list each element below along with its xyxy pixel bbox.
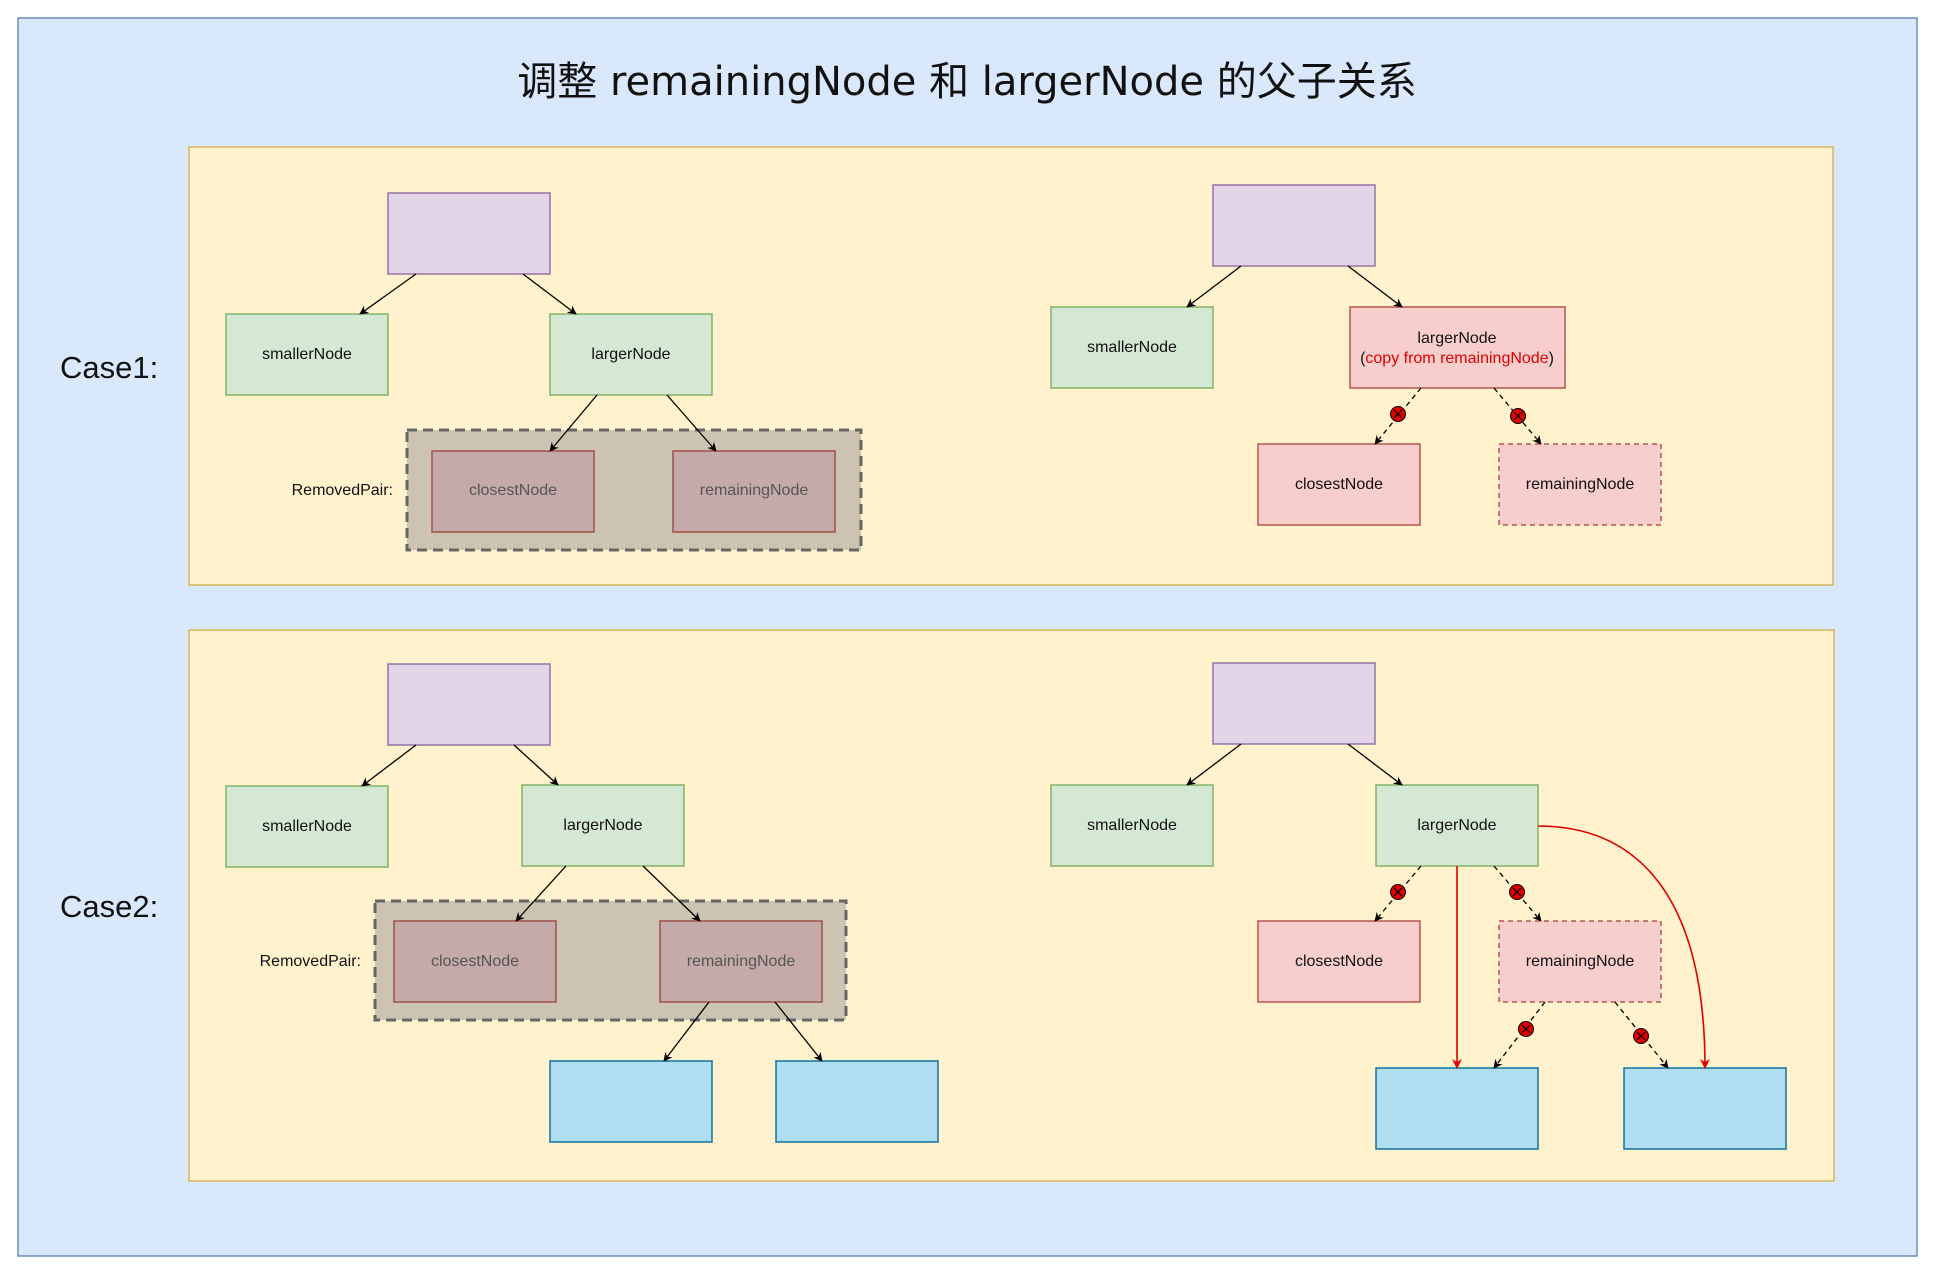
case1-after-remaining-node: remainingNode — [1498, 443, 1662, 526]
case2-before-child-left-node — [549, 1060, 713, 1143]
case1-before-edge-parent-larger — [522, 273, 577, 315]
case2-after-parent-node — [1212, 662, 1376, 745]
case1-after-closest-label: closestNode — [1295, 476, 1383, 493]
case2-after-child-left-node — [1375, 1067, 1539, 1150]
case2-before-smaller-label: smallerNode — [262, 818, 352, 835]
case2-after-cut-icon-2 — [1509, 884, 1525, 900]
case2-before-closest-node: closestNode — [393, 920, 557, 1003]
case2-after-closest-node: closestNode — [1257, 920, 1421, 1003]
case2-before-edge-remaining-childleft — [663, 1001, 710, 1062]
case2-after-red-edge-larger-childright — [1537, 825, 1710, 1069]
case2-after-smaller-node: smallerNode — [1050, 784, 1214, 867]
case1-before-larger-node: largerNode — [549, 313, 713, 396]
case2-before-larger-node: largerNode — [521, 784, 685, 867]
case1-after-smaller-node: smallerNode — [1050, 306, 1214, 389]
diagram-title: 调整 remainingNode 和 largerNode 的父子关系 — [517, 59, 1416, 105]
case2-before-larger-label: largerNode — [563, 817, 642, 834]
case1-before-larger-label: largerNode — [591, 346, 670, 363]
case2-after-child-right-node — [1623, 1067, 1787, 1150]
case1-after-larger-note-open: ( — [1360, 350, 1366, 367]
case1-after-parent-node — [1212, 184, 1376, 267]
case2-after-edge-parent-smaller — [1186, 743, 1242, 786]
case2-before-edge-larger-closest — [515, 865, 567, 922]
case1-after-larger-label: largerNode — [1417, 330, 1496, 347]
case1-before-closest-node: closestNode — [431, 450, 595, 533]
case2-label: Case2: — [60, 889, 158, 924]
case1-after-larger-note-close: ) — [1549, 350, 1554, 367]
case2-after-closest-label: closestNode — [1295, 953, 1383, 970]
case1-before-smaller-node: smallerNode — [225, 313, 389, 396]
case2-after-edge-remaining-childleft — [1493, 1001, 1546, 1069]
case1-removed-pair-label: RemovedPair: — [292, 482, 393, 499]
case1-before-smaller-label: smallerNode — [262, 346, 352, 363]
case2-removed-pair-label: RemovedPair: — [260, 953, 361, 970]
case1-after-edge-parent-smaller — [1186, 265, 1242, 308]
case1-before-remaining-node: remainingNode — [672, 450, 836, 533]
case1-before-remaining-label: remainingNode — [700, 482, 809, 499]
case1-after-larger-note: copy from remainingNode — [1365, 350, 1548, 367]
case1-after-smaller-label: smallerNode — [1087, 339, 1177, 356]
case2-after-cut-icon-1 — [1390, 884, 1406, 900]
case2-before-parent-node — [387, 663, 551, 746]
case1-label: Case1: — [60, 350, 158, 385]
case1-before-closest-label: closestNode — [469, 482, 557, 499]
case2-after-remaining-label: remainingNode — [1526, 953, 1635, 970]
case1-before-parent-node — [387, 192, 551, 275]
case2-after-edge-larger-closest — [1374, 865, 1422, 922]
case1-after-cut-icon-right — [1510, 408, 1526, 424]
case1-after-larger-note-line: (copy from remainingNode) — [1360, 350, 1554, 367]
case2-after-smaller-label: smallerNode — [1087, 817, 1177, 834]
case2-before-edge-parent-larger — [513, 744, 559, 786]
case1-before-edge-larger-remaining — [666, 394, 717, 452]
case1-after-cut-icon-left — [1390, 406, 1406, 422]
case2-after-cut-icon-3 — [1518, 1021, 1534, 1037]
case2-before-edge-parent-smaller — [361, 744, 417, 787]
case2-before-smaller-node: smallerNode — [225, 785, 389, 868]
case2-after-larger-node: largerNode — [1375, 784, 1539, 867]
case2-after-larger-label: largerNode — [1417, 817, 1496, 834]
case2-before-edge-remaining-childright — [774, 1001, 823, 1062]
case1-after-closest-node: closestNode — [1257, 443, 1421, 526]
case2-before-closest-label: closestNode — [431, 953, 519, 970]
case2-after-cut-icon-4 — [1633, 1028, 1649, 1044]
case2-before-child-right-node — [775, 1060, 939, 1143]
case2-after-remaining-node: remainingNode — [1498, 920, 1662, 1003]
case2-after-edge-parent-larger — [1347, 743, 1403, 786]
case1-before-edge-parent-smaller — [359, 273, 417, 315]
case1-before-edge-larger-closest — [549, 394, 598, 452]
case1-after-larger-node: largerNode (copy from remainingNode) — [1349, 306, 1566, 389]
case2-before-remaining-node: remainingNode — [659, 920, 823, 1003]
case1-after-remaining-label: remainingNode — [1526, 476, 1635, 493]
case1-after-edge-parent-larger — [1347, 265, 1403, 308]
case2-before-edge-larger-remaining — [642, 865, 701, 922]
case2-before-remaining-label: remainingNode — [687, 953, 796, 970]
